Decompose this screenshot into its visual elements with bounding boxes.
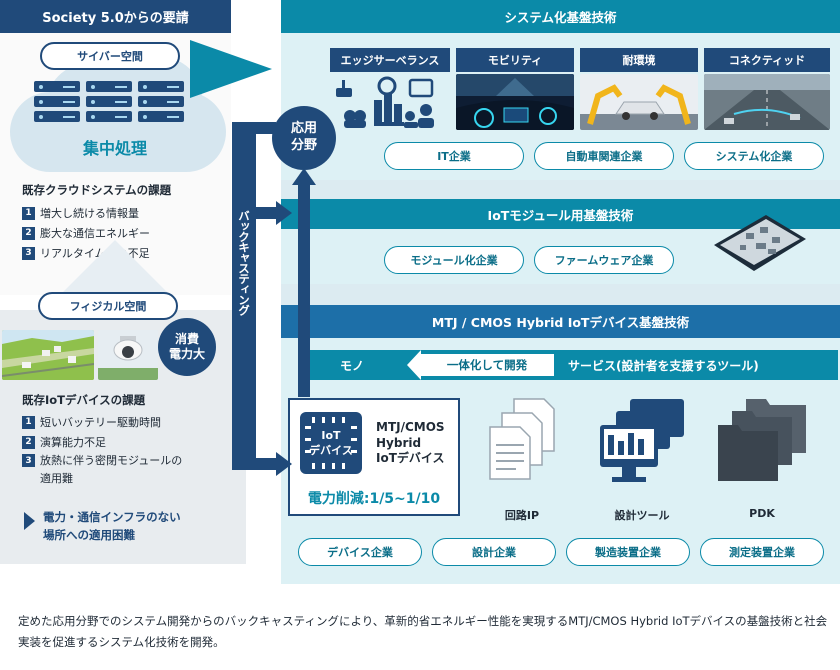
- town-landscape-image: [2, 330, 94, 380]
- robot-factory-image: [580, 74, 698, 130]
- system-tech-header: システム化基盤技術: [281, 0, 840, 33]
- folder-stack-icon: [712, 395, 812, 495]
- issue-number: 1: [22, 206, 35, 220]
- pdk-label: PDK: [749, 507, 775, 520]
- mono-service-bar: [298, 350, 838, 380]
- category-environment: 耐環境: [580, 48, 698, 72]
- issue-text: 膨大な通信エネルギー: [40, 227, 150, 240]
- application-field-circle: 応用 分野: [272, 106, 336, 170]
- category-edge-surveillance: エッジサーベランス: [330, 48, 450, 72]
- iot-issues-block: 既存IoTデバイスの課題 1 短いバッテリー駆動時間 2 演算能力不足 3 放熱に伴う…: [22, 392, 232, 491]
- arrow-right-icon: [276, 452, 292, 476]
- chip-icon: IoT デバイス: [300, 412, 362, 474]
- application-field-label: 応用 分野: [290, 121, 317, 153]
- cloud-connector-triangle: [60, 240, 170, 295]
- physical-space-pill: フィジカル空間: [38, 292, 178, 320]
- category-connected: コネクティッド: [704, 48, 830, 72]
- iot-module-header: IoTモジュール用基盤技術: [281, 199, 840, 229]
- iot-issues-title: 既存IoTデバイスの課題: [22, 393, 146, 407]
- infra-issue: 電力・通信インフラのない 場所への適用困難: [24, 508, 234, 545]
- circuit-ip-label: 回路IP: [504, 509, 540, 522]
- power-badge-text: 消費 電力大: [168, 332, 205, 361]
- iot-issue-item: 2 演算能力不足: [22, 434, 232, 450]
- cloud-issue-item: 1 増大し続ける情報量: [22, 205, 222, 221]
- society5-header: Society 5.0からの要請: [0, 0, 231, 33]
- document-stack-icon: [482, 395, 562, 495]
- issue-number: 2: [22, 435, 35, 449]
- company-device: デバイス企業: [298, 538, 422, 566]
- arrow-up-icon: [292, 168, 316, 185]
- iot-issue-item: 3 放熱に伴う密閉モジュールの 適用難: [22, 454, 232, 487]
- device-name: MTJ/CMOS Hybrid IoTデバイス: [376, 420, 445, 466]
- arrow-right-icon: [276, 201, 292, 225]
- company-module: モジュール化企業: [384, 246, 524, 274]
- category-mobility: モビリティ: [456, 48, 574, 72]
- company-manufacturing-equipment: 製造装置企業: [566, 538, 690, 566]
- integrated-development-arrow: 一体化して開発: [407, 350, 554, 380]
- service-label: サービス(設計者を支援するツール): [568, 358, 759, 373]
- power-consumption-badge: 消費 電力大: [158, 318, 216, 376]
- chip-label: IoT デバイス: [309, 428, 353, 457]
- backcast-arrow-shaft: [256, 207, 278, 219]
- issue-text: 演算能力不足: [40, 436, 106, 449]
- power-reduction-label: 電力削減:1/5~1/10: [307, 491, 441, 507]
- central-processing-label: 集中処理: [82, 139, 147, 158]
- highway-image: [704, 74, 830, 130]
- company-automotive: 自動車関連企業: [534, 142, 674, 170]
- circuit-board-image: [706, 205, 810, 281]
- triangle-right-icon: [190, 40, 272, 98]
- figure-caption: 定めた応用分野でのシステム開発からのバックキャスティングにより、革新的省エネルギ…: [18, 614, 828, 650]
- design-tool-label: 設計ツール: [614, 509, 670, 522]
- triangle-right-icon: [24, 512, 35, 530]
- issue-text: 短いバッテリー駆動時間: [40, 416, 161, 429]
- security-camera-image: [98, 330, 158, 380]
- issue-number: 3: [22, 454, 35, 467]
- surveillance-icons: [330, 74, 450, 130]
- company-system-integration: システム化企業: [684, 142, 824, 170]
- cloud-issue-item: 2 膨大な通信エネルギー: [22, 225, 222, 241]
- car-dashboard-image: [456, 74, 574, 130]
- issue-number: 2: [22, 226, 35, 240]
- company-design: 設計企業: [432, 538, 556, 566]
- infra-issue-text: 電力・通信インフラのない 場所への適用困難: [43, 510, 181, 543]
- iot-issue-item: 1 短いバッテリー駆動時間: [22, 414, 232, 430]
- mono-label: モノ: [340, 358, 365, 373]
- company-measurement-equipment: 測定装置企業: [700, 538, 824, 566]
- backcasting-label: バックキャスティング: [237, 210, 251, 315]
- company-it: IT企業: [384, 142, 524, 170]
- cyber-space-pill: サイバー空間: [40, 42, 180, 70]
- backcasting-bar: [232, 128, 256, 470]
- issue-number: 3: [22, 246, 35, 260]
- cloud-issues-title: 既存クラウドシステムの課題: [22, 183, 172, 197]
- monitor-stack-icon: [592, 395, 692, 495]
- issue-text: 増大し続ける情報量: [40, 207, 139, 220]
- issue-text: 放熱に伴う密閉モジュールの 適用難: [40, 454, 183, 485]
- device-tech-header: MTJ / CMOS Hybrid IoTデバイス基盤技術: [281, 305, 840, 338]
- company-firmware: ファームウェア企業: [534, 246, 674, 274]
- backcast-top-connector: [232, 122, 276, 134]
- upward-arrow-shaft: [298, 185, 310, 397]
- issue-number: 1: [22, 415, 35, 429]
- backcast-bottom-shaft: [232, 458, 278, 470]
